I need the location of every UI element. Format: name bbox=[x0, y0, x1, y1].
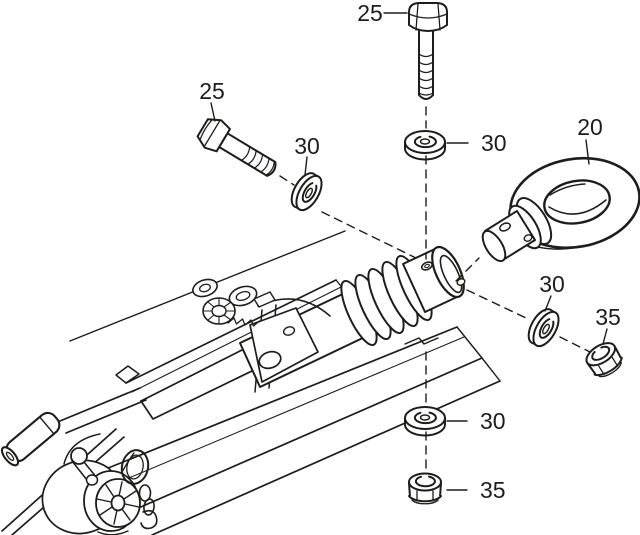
hex-bolt-left bbox=[196, 118, 277, 177]
mount-plate bbox=[249, 307, 319, 383]
leader-line bbox=[210, 102, 216, 122]
ratchet-detail bbox=[192, 278, 331, 327]
jockey-wheel-clamp bbox=[41, 433, 141, 535]
flange-nut-bottom bbox=[408, 472, 442, 505]
safety-chain bbox=[120, 449, 158, 530]
callout-20: 20 bbox=[577, 114, 603, 165]
eye-shank-hole-2 bbox=[523, 234, 533, 242]
part-label-35-bottom: 35 bbox=[480, 477, 506, 503]
bellows bbox=[340, 254, 433, 347]
callouts: 25 25 30 30 20 30 bbox=[199, 0, 621, 503]
lock-washer-right bbox=[527, 308, 560, 348]
lock-washer-left bbox=[290, 172, 323, 212]
callout-30-bottom: 30 bbox=[446, 408, 506, 434]
part-label-30-bottom: 30 bbox=[480, 408, 506, 434]
leader-line bbox=[585, 139, 590, 165]
tommy-bar bbox=[70, 447, 88, 465]
tube-socket bbox=[402, 245, 466, 313]
bolt-hole-side bbox=[456, 278, 466, 286]
part-label-25-left: 25 bbox=[199, 78, 225, 104]
hex-bolt-top bbox=[408, 2, 448, 100]
assembly-axis-dashed-lines bbox=[279, 106, 593, 472]
part-label-35-right: 35 bbox=[595, 304, 621, 330]
flange-nut-right bbox=[585, 342, 623, 378]
leader-line bbox=[544, 295, 552, 312]
eye-shank-hole bbox=[499, 222, 511, 232]
drawbar-assembly bbox=[0, 230, 501, 535]
callout-30-left: 30 bbox=[294, 133, 320, 176]
towing-eye bbox=[481, 156, 640, 263]
callout-25-left: 25 bbox=[199, 78, 225, 122]
handbrake-lever bbox=[0, 387, 147, 467]
chassis-beam bbox=[85, 326, 501, 535]
leader-line bbox=[304, 156, 308, 176]
callout-35-bottom: 35 bbox=[446, 477, 506, 503]
callout-35-right: 35 bbox=[595, 304, 621, 345]
lock-washer-top bbox=[404, 130, 446, 161]
part-label-30-top: 30 bbox=[481, 130, 507, 156]
callout-30-top: 30 bbox=[446, 130, 507, 156]
part-label-20: 20 bbox=[577, 114, 603, 140]
callout-30-right: 30 bbox=[539, 271, 565, 312]
part-label-30-left: 30 bbox=[294, 133, 320, 159]
bolt-hole-top bbox=[421, 261, 433, 271]
part-label-25-top: 25 bbox=[357, 0, 383, 26]
callout-25-top: 25 bbox=[357, 0, 408, 26]
lock-washer-bottom bbox=[404, 406, 446, 437]
leader-line bbox=[602, 328, 608, 345]
part-label-30-right: 30 bbox=[539, 271, 565, 297]
